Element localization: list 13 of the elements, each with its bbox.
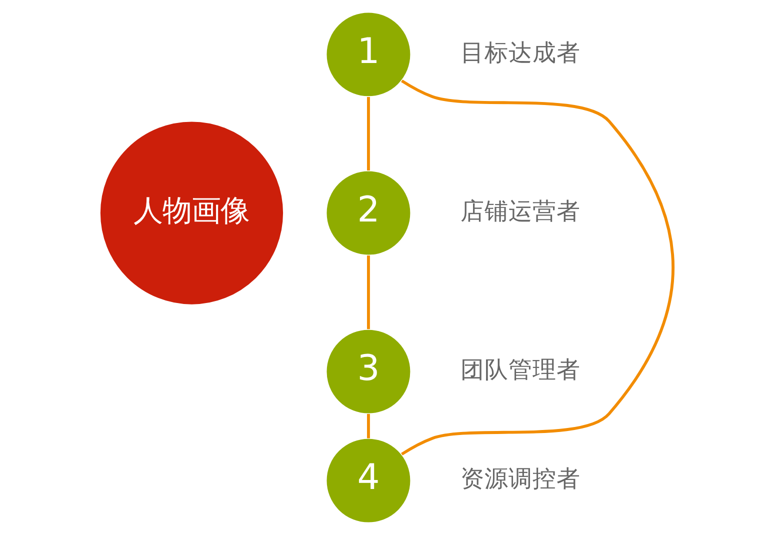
connector: [367, 256, 370, 330]
node-label: 店铺运营者: [460, 199, 581, 226]
connector: [401, 80, 674, 456]
connector: [367, 414, 370, 438]
node-circle: 2: [326, 170, 412, 256]
node-label: 团队管理者: [460, 358, 581, 384]
node-circle: 3: [326, 328, 412, 414]
node-circle: 4: [326, 438, 412, 524]
node-circle: 1: [326, 12, 412, 98]
node-circle: 人物画像: [99, 120, 284, 306]
connector: [367, 96, 370, 171]
node-label: 目标达成者: [460, 40, 581, 67]
node-label: 资源调控者: [460, 466, 581, 493]
